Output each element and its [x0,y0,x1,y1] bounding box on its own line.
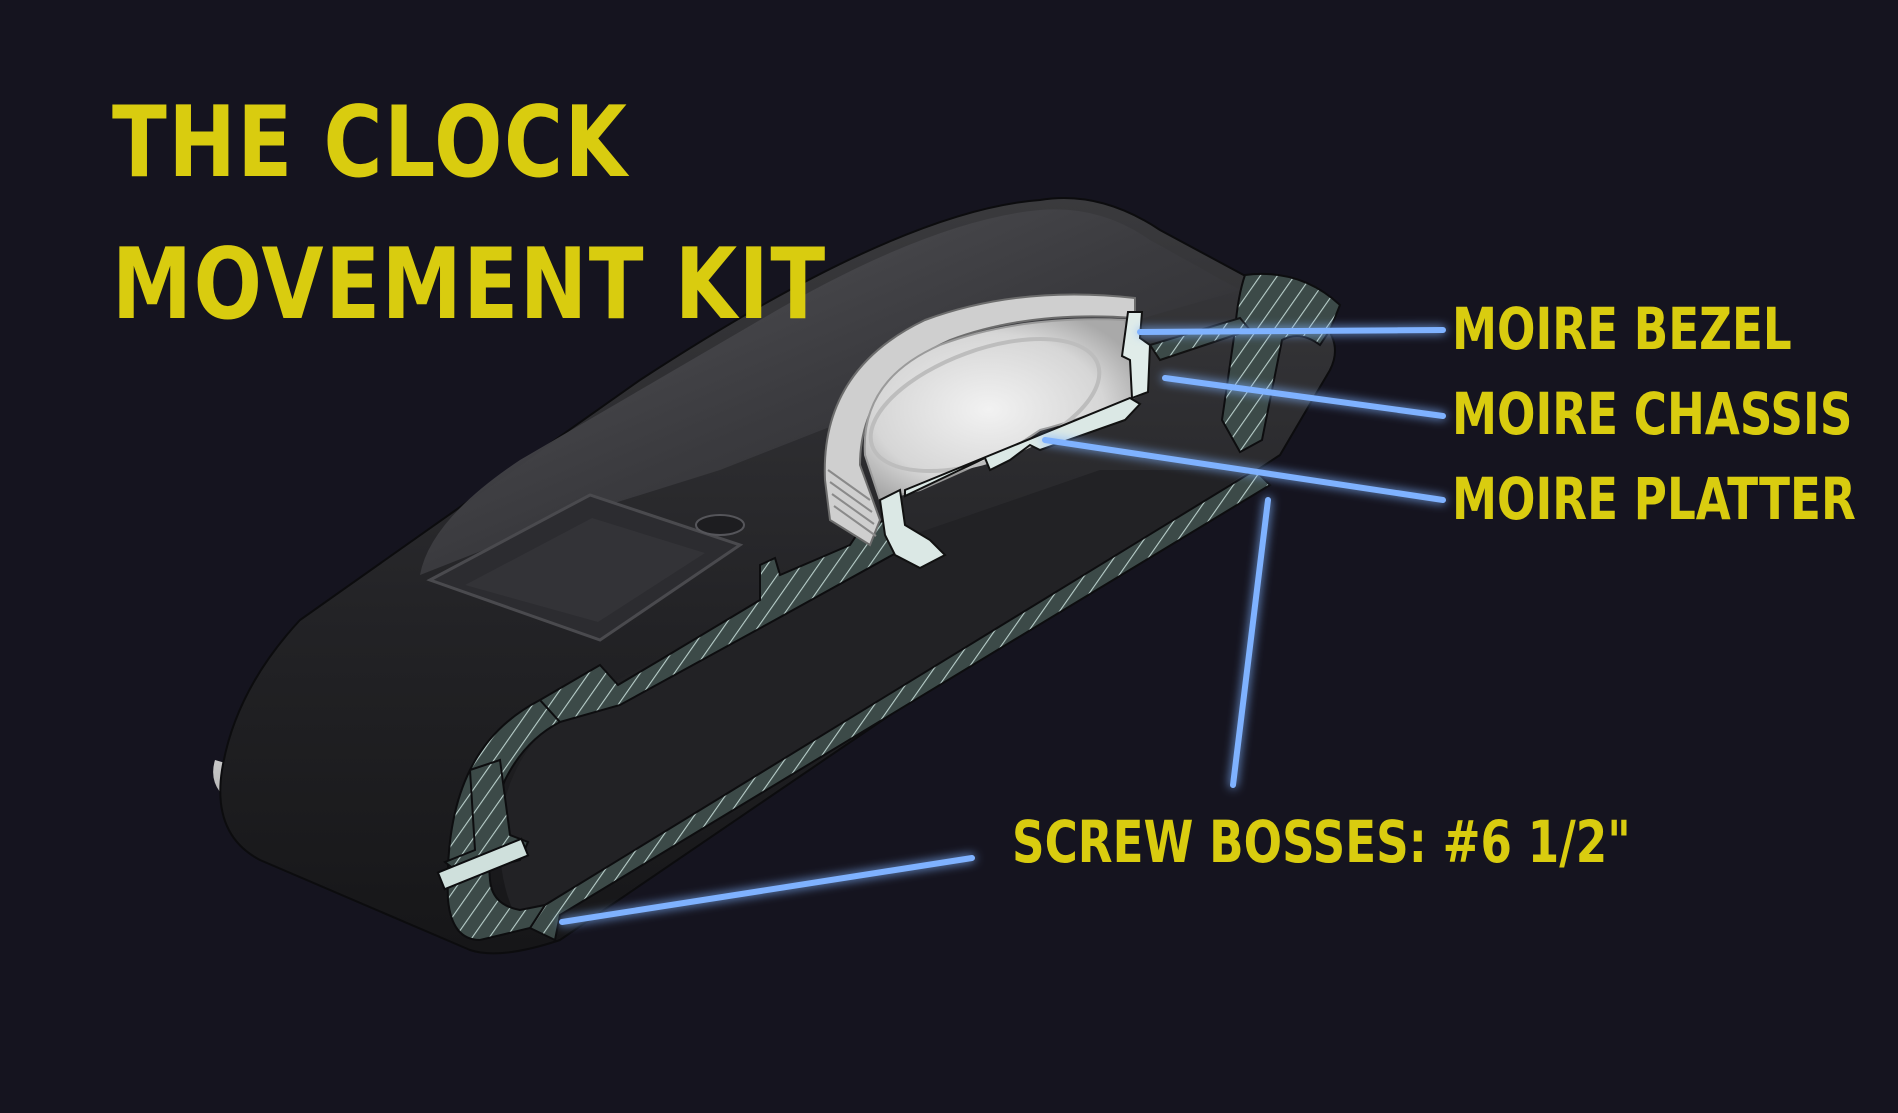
leader-screw-1 [1230,497,1271,788]
leader-lines [559,327,1446,925]
inner-cavity [500,470,1250,925]
title-line-2: MOVEMENT KIT [112,228,827,342]
screw-boss-cap [436,837,530,891]
section-right-end [1220,272,1342,454]
callout-screw-bosses: SCREW BOSSES: #6 1/2" [1012,808,1631,876]
section-top-step [538,518,912,724]
bezel-section [1120,311,1152,400]
leader-chassis [1162,375,1446,419]
callout-moire-chassis: MOIRE CHASSIS [1452,380,1853,448]
top-hole [695,514,745,536]
title-line-1: THE CLOCK [112,86,629,200]
chassis-section [878,488,947,570]
section-cut [436,272,1342,942]
platter-section [904,396,1142,498]
callout-moire-bezel: MOIRE BEZEL [1452,295,1792,363]
leader-screw-2 [559,855,975,925]
bezel-assembly [823,293,1252,570]
leader-bezel [1137,327,1446,335]
callout-moire-platter: MOIRE PLATTER [1452,465,1856,533]
leader-platter [1042,437,1446,503]
display-recess-inner [465,518,705,622]
bezel-threads [827,469,877,537]
